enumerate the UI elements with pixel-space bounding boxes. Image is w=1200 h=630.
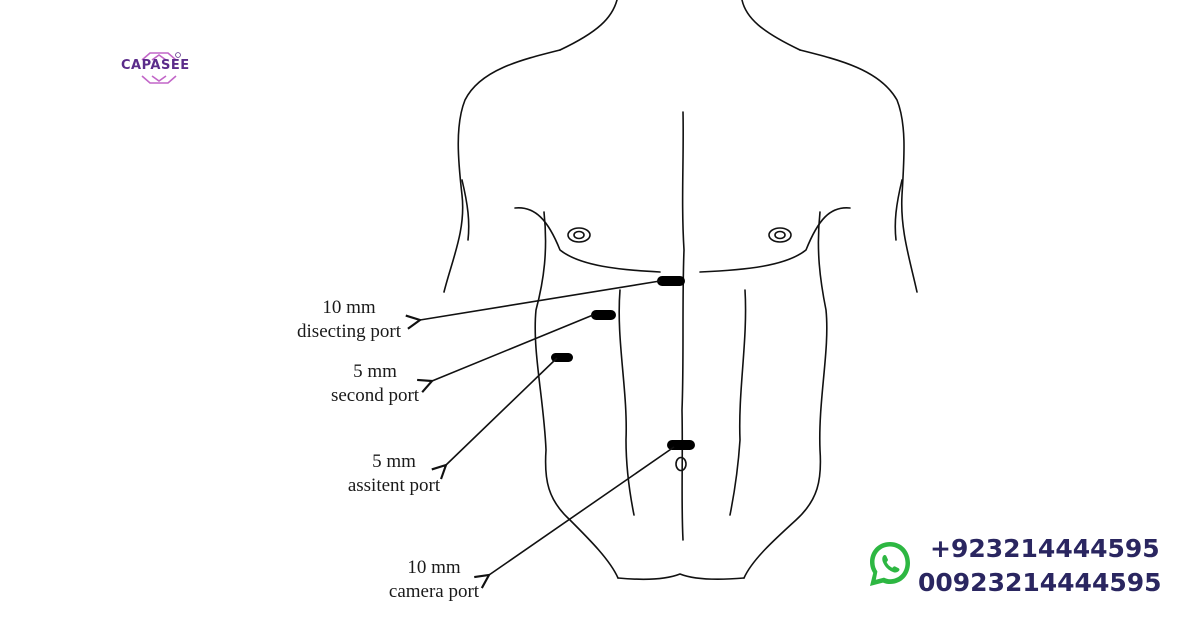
label-second-port: 5 mm second port (300, 360, 450, 408)
left-armpit-line (461, 179, 470, 241)
label-disecting-port: 10 mm disecting port (268, 296, 430, 344)
label-disecting-port-name: disecting port (297, 321, 401, 342)
torso-bottom-line (617, 573, 745, 580)
midline (681, 111, 685, 541)
label-assitent-port: 5 mm assitent port (318, 450, 470, 498)
label-camera-port: 10 mm camera port (358, 556, 510, 604)
torso-left-side (534, 211, 619, 579)
right-nipple (768, 227, 792, 243)
left-shoulder-outline (443, 49, 561, 293)
capasee-logo-text: CAPASEE (121, 58, 190, 73)
arrow-assitent-port (446, 357, 558, 465)
port-marker-second (591, 310, 616, 320)
left-nipple-inner (573, 230, 585, 240)
label-camera-port-name: camera port (388, 581, 480, 602)
chest-left-line (514, 207, 661, 273)
abs-right-line (729, 289, 747, 516)
right-shoulder-outline (799, 49, 918, 293)
phone-number-secondary[interactable]: 00923214444595 (918, 568, 1162, 597)
port-marker-assitent (551, 353, 573, 362)
label-second-port-size: 5 mm (353, 361, 397, 382)
arrow-camera-port (489, 446, 675, 575)
navel (675, 456, 687, 472)
right-nipple-inner (774, 230, 786, 240)
arrow-second-port (432, 314, 594, 381)
label-assitent-port-name: assitent port (347, 475, 441, 496)
left-nipple (567, 227, 591, 243)
arrow-disecting-port (420, 280, 661, 320)
label-assitent-port-size: 5 mm (372, 451, 416, 472)
label-camera-port-size: 10 mm (407, 557, 461, 578)
phone-number-primary[interactable]: +923214444595 (930, 534, 1160, 563)
neck-left-outline (559, 0, 618, 51)
label-second-port-name: second port (330, 385, 420, 406)
torso-right-side (743, 211, 828, 579)
right-armpit-line (894, 179, 903, 241)
neck-right-outline (741, 0, 801, 51)
chest-right-line (699, 207, 851, 273)
abs-left-line (618, 289, 635, 516)
capasee-logo (141, 52, 181, 84)
whatsapp-icon[interactable] (866, 538, 914, 594)
label-disecting-port-size: 10 mm (322, 297, 376, 318)
port-marker-disecting (657, 276, 685, 286)
